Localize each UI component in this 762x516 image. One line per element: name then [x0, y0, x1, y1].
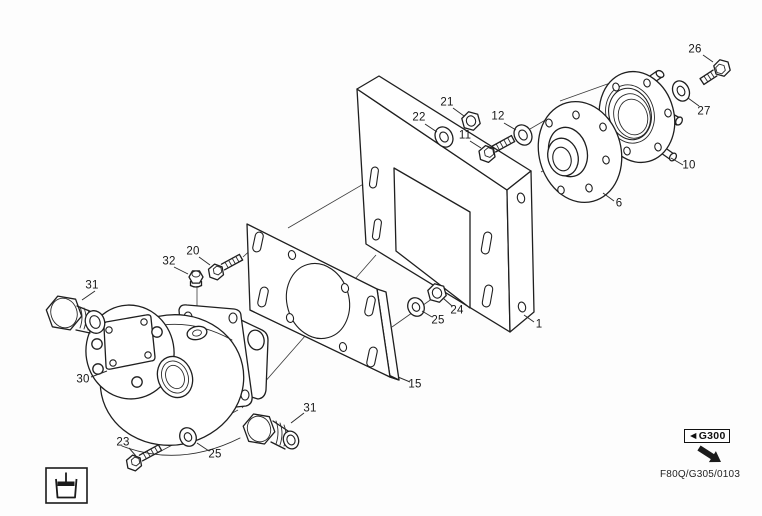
part-callout-22[interactable]: 22	[412, 111, 426, 124]
part-plug-32	[188, 270, 204, 288]
part-washer-27	[671, 80, 691, 102]
part-callout-32[interactable]: 32	[162, 255, 176, 268]
part-callout-25-bottom[interactable]: 25	[208, 448, 222, 461]
part-callout-31-top[interactable]: 31	[85, 279, 99, 292]
part-pump-30	[85, 304, 269, 456]
part-callout-30[interactable]: 30	[76, 373, 90, 386]
part-bolt-11	[478, 134, 516, 164]
part-callout-6[interactable]: 6	[615, 197, 623, 210]
part-fitting-31-top	[45, 295, 106, 334]
figure-code: F80Q/G305/0103	[660, 469, 741, 480]
part-nut-24	[427, 283, 447, 303]
part-washer-12	[513, 124, 533, 146]
part-adapter-plate-15	[246, 223, 400, 381]
part-callout-23[interactable]: 23	[116, 436, 130, 449]
part-callout-10[interactable]: 10	[682, 159, 696, 172]
piston-icon	[55, 472, 78, 499]
part-callout-11[interactable]: 11	[458, 129, 472, 142]
callout-leader-lines	[81, 54, 714, 457]
part-bolt-20	[207, 253, 244, 281]
part-callout-21[interactable]: 21	[440, 96, 454, 109]
part-callout-15[interactable]: 15	[408, 378, 422, 391]
part-bolt-26	[699, 59, 731, 86]
part-fitting-31-bottom	[242, 413, 300, 450]
part-washer-25-bottom	[179, 427, 197, 447]
part-callout-12[interactable]: 12	[491, 110, 505, 123]
part-flange-6	[537, 100, 623, 204]
part-callout-24[interactable]: 24	[450, 304, 464, 317]
part-washer-25-middle	[407, 297, 425, 317]
part-callout-1[interactable]: 1	[535, 318, 543, 331]
piston-legend-box	[45, 467, 88, 504]
reference-g300-box[interactable]: ◄G300	[684, 429, 730, 443]
part-callout-31-bottom[interactable]: 31	[303, 402, 317, 415]
part-callout-20[interactable]: 20	[186, 245, 200, 258]
part-washer-22	[434, 126, 454, 148]
part-nut-21	[461, 111, 481, 131]
part-callout-26[interactable]: 26	[688, 43, 702, 56]
part-callout-25-middle[interactable]: 25	[431, 314, 445, 327]
southeast-arrow-icon	[697, 445, 721, 463]
part-bolt-23	[125, 444, 163, 472]
part-callout-27[interactable]: 27	[697, 105, 711, 118]
